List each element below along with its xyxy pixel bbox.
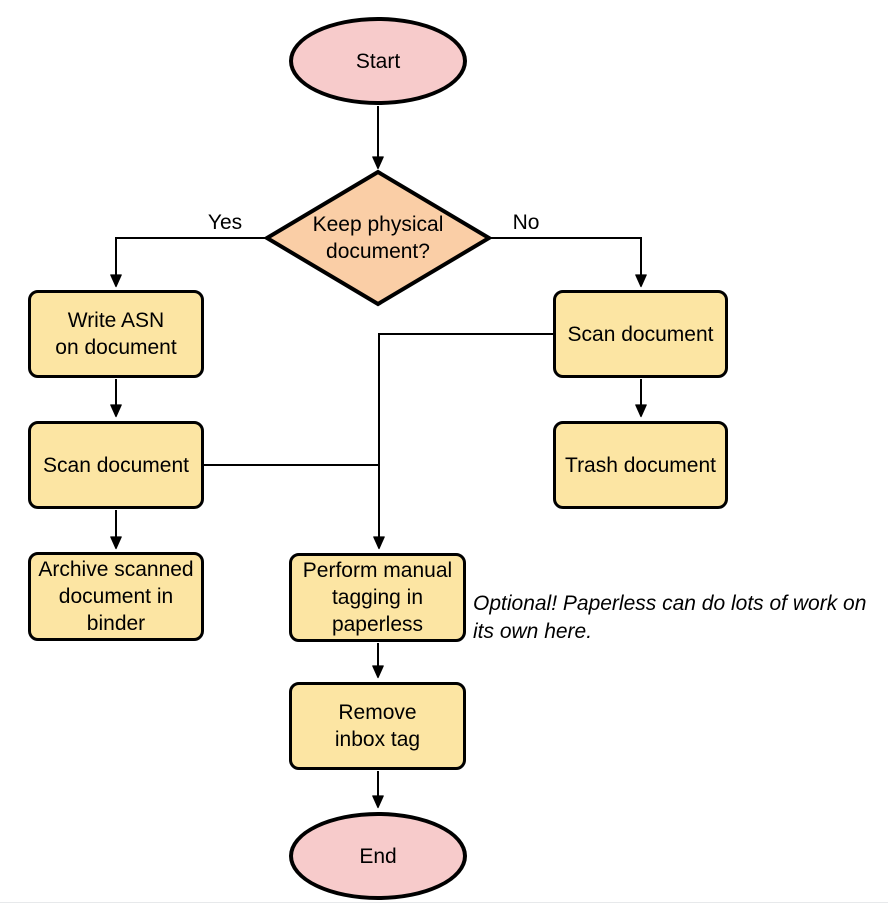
node-end: End xyxy=(289,812,467,900)
node-decision: Keep physical document? xyxy=(267,171,489,305)
edge-scan-right-tagging xyxy=(373,333,554,550)
node-scan-document-right: Scan document xyxy=(553,290,728,378)
edge-label-no: No xyxy=(512,211,540,234)
node-trash-document-label: Trash document xyxy=(565,453,716,477)
node-start-label: Start xyxy=(355,49,401,73)
node-archive-binder-label: Archive scanned document in binder xyxy=(38,558,194,635)
node-start: Start xyxy=(289,17,467,105)
node-write-asn: Write ASN on document xyxy=(28,290,204,378)
edge-decision-scan-right xyxy=(489,237,647,288)
node-archive-binder: Archive scanned document in binder xyxy=(28,552,204,641)
node-end-label: End xyxy=(359,844,397,868)
node-scan-document-left-label: Scan document xyxy=(43,453,189,477)
node-write-asn-label: Write ASN on document xyxy=(55,309,177,359)
node-decision-label: Keep physical document? xyxy=(312,213,444,263)
node-trash-document: Trash document xyxy=(553,421,728,509)
annotation-note: Optional! Paperless can do lots of work … xyxy=(473,592,867,643)
decision-shape xyxy=(263,169,493,307)
bottom-hairline xyxy=(0,902,888,903)
node-scan-document-right-label: Scan document xyxy=(567,322,714,346)
node-remove-inbox-tag-label: Remove inbox tag xyxy=(334,701,421,751)
node-manual-tagging-label: Perform manual tagging in paperless xyxy=(302,559,453,636)
node-scan-document-left: Scan document xyxy=(28,421,204,509)
edge-decision-write-asn xyxy=(110,237,267,288)
node-manual-tagging: Perform manual tagging in paperless xyxy=(289,553,466,642)
edge-label-yes: Yes xyxy=(207,211,243,234)
node-remove-inbox-tag: Remove inbox tag xyxy=(289,682,466,770)
